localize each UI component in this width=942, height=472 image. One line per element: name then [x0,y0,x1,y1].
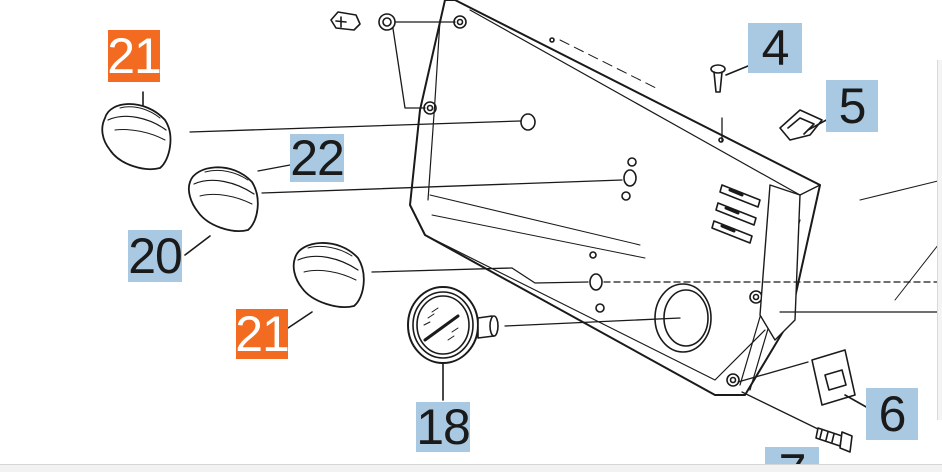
part-7-bolt [815,427,853,453]
side-bracket [759,179,942,341]
knob-21-bottom [287,242,365,329]
callout-part-20[interactable]: 20 [128,228,183,284]
page-scroll-edge [937,60,942,420]
callout-part-18[interactable]: 18 [416,399,471,455]
callout-part-6[interactable]: 6 [866,388,918,440]
callout-part-22[interactable]: 22 [290,130,345,186]
plate-openings [520,37,724,353]
part-5-clip [779,109,831,141]
top-screw-washer [330,11,396,31]
page-bottom-edge [0,464,942,472]
knob-20 [184,166,259,256]
callout-part-21-top[interactable]: 21 [107,28,162,84]
part-6-bracket [811,349,869,409]
callout-part-21-bottom[interactable]: 21 [235,306,290,362]
gauge-18 [407,286,499,401]
leader-lines [189,21,942,431]
part-4-screw [710,64,749,93]
callout-part-5[interactable]: 5 [826,80,878,132]
indicator-slots [711,184,761,244]
callout-part-4[interactable]: 4 [748,23,802,73]
knob-21-top [101,91,172,170]
